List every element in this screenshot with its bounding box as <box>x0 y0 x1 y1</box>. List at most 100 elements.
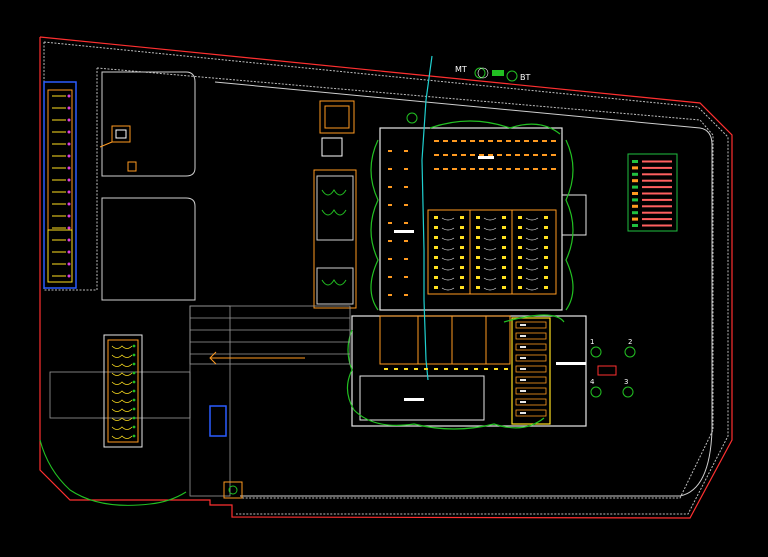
tag <box>520 324 526 326</box>
fixture <box>434 276 438 279</box>
fixture <box>460 216 464 219</box>
fixture <box>460 256 464 259</box>
fixture <box>476 286 480 289</box>
transformer-mt <box>474 67 489 79</box>
wire <box>483 287 497 291</box>
fixture <box>533 140 538 142</box>
fixture <box>434 256 438 259</box>
fixture <box>502 286 506 289</box>
fixture-dot <box>67 142 71 146</box>
legend-symbol <box>632 211 638 215</box>
fixture <box>515 354 547 362</box>
fixture <box>461 140 466 142</box>
tag <box>520 368 526 370</box>
fixture-dot <box>132 407 136 411</box>
legend-symbol <box>632 179 638 183</box>
wire <box>441 247 455 251</box>
fixture <box>544 266 548 269</box>
fixture <box>434 266 438 269</box>
fixture <box>518 236 522 239</box>
lower-building-fixtures <box>111 344 136 439</box>
fixture-dot <box>132 344 136 348</box>
tag <box>520 346 526 348</box>
fixture <box>476 216 480 219</box>
fixture <box>479 154 484 156</box>
wire <box>525 217 539 221</box>
legend-symbol <box>632 224 638 227</box>
fixture <box>111 435 133 439</box>
fixture <box>388 204 392 206</box>
fixture <box>544 226 548 229</box>
fixture <box>502 246 506 249</box>
wire <box>525 267 539 271</box>
fixture-dot <box>67 178 71 182</box>
fixture <box>388 168 392 170</box>
fixture <box>474 368 478 370</box>
fixture <box>111 417 133 421</box>
generator-symbol <box>99 125 137 172</box>
wire <box>483 277 497 281</box>
fixture <box>515 140 520 142</box>
pole-label-4: 4 <box>590 378 595 386</box>
legend-text <box>642 218 672 221</box>
fixture <box>551 154 556 156</box>
left-building <box>43 81 77 289</box>
fixture <box>111 426 133 430</box>
fixture <box>502 276 506 279</box>
fixture <box>111 381 133 385</box>
gate-block <box>209 405 227 437</box>
fixture <box>111 390 133 394</box>
left-building-fixtures <box>52 94 71 278</box>
fixture <box>497 154 502 156</box>
fixture-dot <box>67 226 71 230</box>
fixture-dot <box>67 274 71 278</box>
tag <box>520 379 526 381</box>
fixture <box>454 368 458 370</box>
wire <box>441 277 455 281</box>
fixture <box>460 236 464 239</box>
fixture-dot <box>67 166 71 170</box>
fixture <box>111 399 133 403</box>
fixture-dot <box>132 434 136 438</box>
access-plaza <box>49 305 351 497</box>
fixture <box>111 363 133 367</box>
fixture <box>443 168 448 170</box>
service-block <box>313 169 357 309</box>
legend-text <box>642 160 672 163</box>
fixture-dot <box>132 353 136 357</box>
fixture <box>434 216 438 219</box>
fixture-dot <box>132 389 136 393</box>
fixture <box>452 168 457 170</box>
fixture <box>460 226 464 229</box>
wire <box>483 257 497 261</box>
wire <box>483 267 497 271</box>
fixture <box>542 154 547 156</box>
fixture-dot <box>67 214 71 218</box>
fixture <box>388 186 392 188</box>
fixture-dot <box>132 380 136 384</box>
fixture <box>518 226 522 229</box>
fixture <box>404 368 408 370</box>
tag <box>520 412 526 414</box>
wire <box>441 267 455 271</box>
legend-symbol <box>632 198 638 202</box>
legend-symbol <box>632 192 638 195</box>
fixture-dot <box>67 106 71 110</box>
fixture <box>506 154 511 156</box>
legend-text <box>642 173 672 176</box>
pole-label-3: 3 <box>624 378 628 386</box>
legend-symbol <box>632 217 638 221</box>
fixture <box>515 168 520 170</box>
fixture <box>515 154 520 156</box>
legend-text <box>642 211 672 214</box>
fixture <box>443 154 448 156</box>
fixture <box>111 408 133 412</box>
fixture <box>515 365 547 373</box>
fixture <box>404 240 408 242</box>
fixture <box>470 140 475 142</box>
transformer-bt <box>492 70 518 82</box>
parking-area-upper <box>101 71 713 497</box>
fixture <box>464 368 468 370</box>
tag <box>520 357 526 359</box>
legend-text <box>642 205 672 208</box>
